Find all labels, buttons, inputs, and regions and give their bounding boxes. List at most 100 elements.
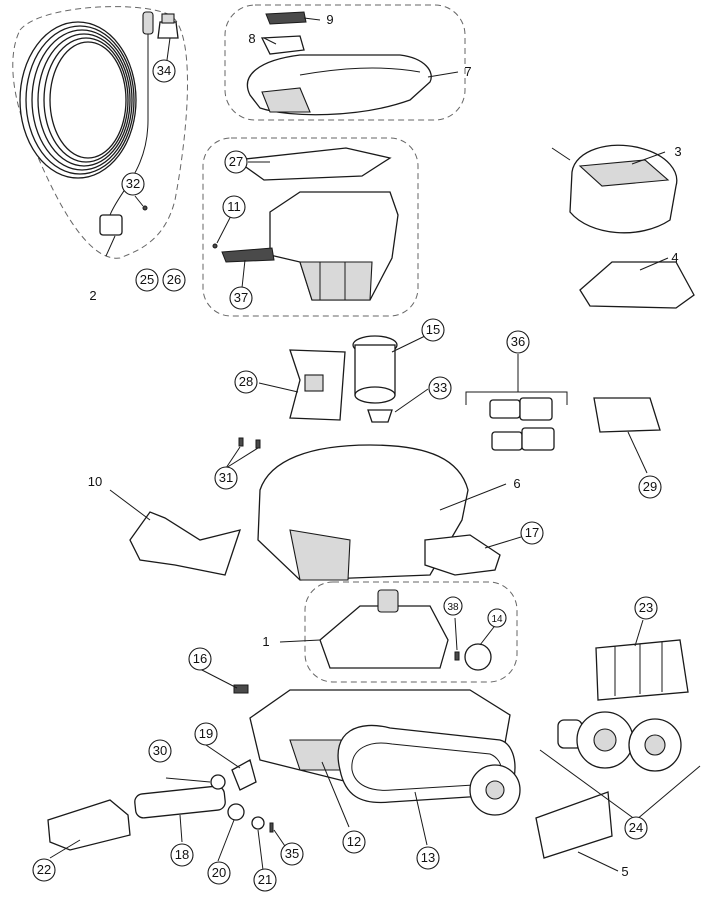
callout-10: 10	[88, 474, 102, 489]
callout-1: 1	[262, 634, 269, 649]
impeller-spring	[352, 335, 398, 404]
callout-13: 13	[416, 846, 440, 870]
callout-26: 26	[162, 268, 186, 292]
callout-16: 16	[188, 647, 212, 671]
brush-roller	[134, 785, 226, 819]
callout-37: 37	[229, 286, 253, 310]
rear-handle	[289, 349, 346, 421]
svg-text:27: 27	[229, 154, 243, 169]
impeller	[367, 409, 393, 423]
svg-text:17: 17	[525, 525, 539, 540]
bushing-21	[251, 816, 265, 830]
svg-text:24: 24	[629, 820, 643, 835]
filter-basket	[269, 191, 399, 301]
callout-12: 12	[342, 830, 366, 854]
svg-text:18: 18	[175, 847, 189, 862]
bracket-36	[465, 391, 568, 405]
grille-5	[535, 791, 613, 859]
callout-5: 5	[621, 864, 628, 879]
svg-text:30: 30	[153, 743, 167, 758]
filter-mesh	[221, 247, 275, 263]
callout-21: 21	[253, 868, 277, 892]
lid-button-housing	[260, 35, 305, 55]
callout-35: 35	[280, 842, 304, 866]
svg-text:37: 37	[234, 290, 248, 305]
callout-7: 7	[464, 64, 471, 79]
svg-text:32: 32	[126, 176, 140, 191]
svg-text:15: 15	[426, 322, 440, 337]
callout-8: 8	[248, 31, 255, 46]
port-caps	[489, 397, 555, 451]
callout-19: 19	[194, 722, 218, 746]
callout-29: 29	[638, 475, 662, 499]
svg-text:11: 11	[227, 199, 241, 214]
svg-text:38: 38	[447, 602, 459, 613]
callout-22: 22	[32, 858, 56, 882]
callout-32: 32	[121, 172, 145, 196]
lid-group-outline	[224, 4, 466, 121]
svg-text:22: 22	[37, 862, 51, 877]
screw-35	[269, 822, 274, 833]
front-handle	[129, 511, 241, 576]
callout-30: 30	[148, 739, 172, 763]
svg-text:21: 21	[258, 872, 272, 887]
svg-text:33: 33	[433, 380, 447, 395]
callout-6: 6	[513, 476, 520, 491]
rear-wheels	[557, 711, 682, 772]
top-lid	[246, 54, 432, 116]
hub-20	[227, 803, 245, 821]
drive-gear	[464, 643, 492, 671]
svg-text:36: 36	[511, 334, 525, 349]
svg-text:25: 25	[140, 272, 154, 287]
main-body	[257, 444, 469, 581]
callout-33: 33	[428, 376, 452, 400]
filter-cover	[234, 147, 392, 181]
callout-27: 27	[224, 150, 248, 174]
pin-38	[454, 651, 460, 661]
power-supply	[551, 144, 678, 234]
callout-15: 15	[421, 318, 445, 342]
callout-34: 34	[152, 59, 176, 83]
svg-text:19: 19	[199, 726, 213, 741]
swivel-cap	[157, 13, 179, 39]
svg-text:31: 31	[219, 470, 233, 485]
svg-text:34: 34	[157, 63, 171, 78]
callout-4: 4	[671, 250, 678, 265]
bearing-30	[210, 774, 226, 790]
svg-text:12: 12	[347, 834, 361, 849]
callout-2: 2	[89, 288, 96, 303]
floating-cable	[19, 11, 154, 236]
filter-group-outline	[202, 137, 419, 317]
svg-text:20: 20	[212, 865, 226, 880]
callout-18: 18	[170, 843, 194, 867]
callout-24: 24	[624, 816, 648, 840]
callout-17: 17	[520, 521, 544, 545]
side-brush-holder	[593, 397, 661, 433]
power-supply-stand	[579, 261, 695, 309]
side-brushes	[595, 639, 689, 701]
screw-11	[212, 243, 218, 249]
svg-text:14: 14	[491, 614, 503, 625]
svg-text:28: 28	[239, 374, 253, 389]
callout-9: 9	[326, 12, 333, 27]
svg-text:35: 35	[285, 846, 299, 861]
clips	[238, 437, 261, 449]
svg-text:16: 16	[193, 651, 207, 666]
side-cover	[424, 534, 501, 576]
callout-3: 3	[674, 144, 681, 159]
callout-28: 28	[234, 370, 258, 394]
callout-20: 20	[207, 861, 231, 885]
svg-text:29: 29	[643, 479, 657, 494]
bracket-19	[231, 759, 257, 791]
drive-motor-group-outline	[304, 581, 518, 683]
callout-31: 31	[214, 466, 238, 490]
drive-motor	[319, 589, 449, 669]
callout-36: 36	[506, 330, 530, 354]
wheel-front-hub	[485, 780, 505, 800]
brush-bristle-roller	[47, 799, 131, 851]
svg-text:23: 23	[639, 600, 653, 615]
callout-23: 23	[634, 596, 658, 620]
callout-38: 38	[443, 596, 463, 616]
